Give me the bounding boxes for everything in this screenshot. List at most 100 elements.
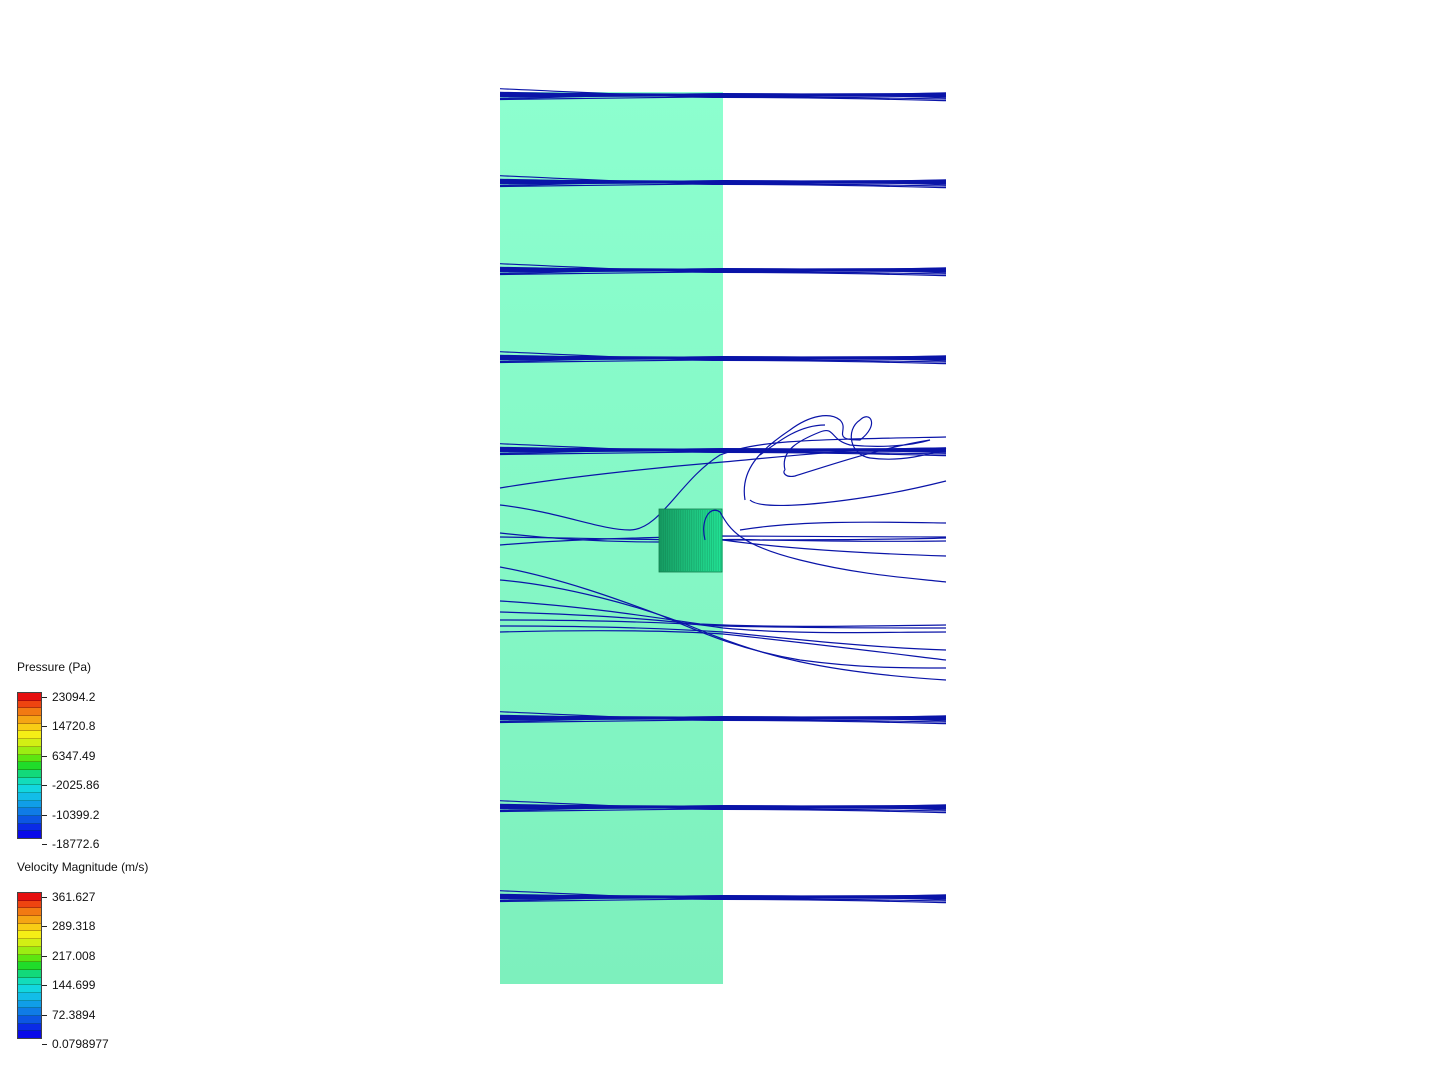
- colorbar-segment: [18, 723, 41, 732]
- streamline: [499, 579, 947, 681]
- pressure-label: 14720.8: [52, 719, 96, 733]
- colorbar-segment: [18, 816, 41, 824]
- streamline: [499, 88, 947, 102]
- legend-tick: [42, 1015, 47, 1016]
- colorbar-segment: [18, 808, 41, 816]
- legend-tick: [42, 1044, 47, 1045]
- colorbar-segment: [18, 746, 41, 755]
- streamline: [499, 711, 947, 725]
- colorbar-segment: [18, 1016, 41, 1024]
- legend-tick: [42, 985, 47, 986]
- streamline: [499, 443, 947, 457]
- streamline: [499, 359, 947, 364]
- streamline: [499, 535, 947, 546]
- colorbar-segment: [18, 708, 41, 717]
- pressure-label-max: 23094.2: [52, 690, 96, 704]
- streamline: [499, 436, 947, 531]
- colorbar-segment: [18, 1008, 41, 1016]
- pressure-label: 6347.49: [52, 749, 96, 763]
- colorbar-segment: [18, 923, 41, 932]
- streamline: [499, 351, 947, 365]
- colorbar-segment: [18, 831, 41, 839]
- streamlines: [499, 88, 947, 904]
- streamlines-wake: [703, 415, 947, 583]
- legend-tick: [42, 897, 47, 898]
- colorbar-segment: [18, 1031, 41, 1039]
- legend-tick: [42, 815, 47, 816]
- streamline: [499, 719, 947, 724]
- obstacle-block: [658, 508, 723, 573]
- colorbar-segment: [18, 785, 41, 793]
- velocity-label: 289.318: [52, 919, 96, 933]
- streamline: [499, 447, 947, 489]
- legend-tick: [42, 726, 47, 727]
- streamline: [722, 539, 947, 557]
- streamline: [499, 625, 947, 651]
- colorbar-segment: [18, 716, 41, 724]
- legend-tick: [42, 756, 47, 757]
- velocity-label: 217.008: [52, 949, 96, 963]
- streamline: [739, 521, 947, 531]
- colorbar-segment: [18, 754, 41, 763]
- colorbar-segment: [18, 1000, 41, 1009]
- streamline: [499, 898, 947, 903]
- streamline: [499, 175, 947, 189]
- streamline: [499, 178, 947, 184]
- streamline: [499, 451, 947, 456]
- pressure-label: -2025.86: [52, 778, 100, 792]
- streamline: [499, 611, 947, 634]
- streamline: [499, 91, 947, 97]
- streamline: [499, 266, 947, 272]
- colorbar-segment: [18, 916, 41, 924]
- legend-tick: [42, 956, 47, 957]
- colorbar-segment: [18, 969, 41, 978]
- colorbar-segment: [18, 693, 41, 701]
- velocity-label-min: 0.0798977: [52, 1037, 109, 1051]
- streamline: [499, 893, 947, 899]
- pressure-legend-title: Pressure (Pa): [17, 660, 92, 674]
- streamline: [703, 509, 947, 583]
- streamline: [499, 803, 947, 809]
- colorbar-segment: [18, 769, 41, 778]
- velocity-label: 144.699: [52, 978, 96, 992]
- velocity-colorbar: [17, 892, 42, 1039]
- streamline: [499, 890, 947, 904]
- colorbar-segment: [18, 762, 41, 770]
- velocity-label: 72.3894: [52, 1008, 96, 1022]
- pressure-legend: Pressure (Pa) 23094.2 14720.8 6347.49 -2…: [17, 660, 217, 851]
- streamline: [499, 619, 947, 629]
- colorbar-segment: [18, 731, 41, 740]
- colorbar-segment: [18, 823, 41, 832]
- legend-tick: [42, 926, 47, 927]
- legend-tick: [42, 844, 47, 845]
- colorbar-segment: [18, 800, 41, 809]
- streamline: [499, 714, 947, 720]
- colorbar-segment: [18, 1023, 41, 1032]
- colorbar-segment: [18, 954, 41, 963]
- pressure-label-min: -18772.6: [52, 837, 100, 851]
- colorbar-segment: [18, 977, 41, 986]
- velocity-legend-title: Velocity Magnitude (m/s): [17, 860, 149, 874]
- pressure-label: -10399.2: [52, 808, 100, 822]
- streamline: [499, 600, 947, 627]
- streamline: [743, 415, 947, 501]
- streamline: [749, 480, 947, 507]
- streamline: [499, 183, 947, 188]
- streamline: [499, 96, 947, 101]
- colorbar-segment: [18, 792, 41, 801]
- streamline: [499, 566, 947, 669]
- colorbar-segment: [18, 900, 41, 909]
- streamline: [783, 430, 931, 477]
- streamline: [499, 271, 947, 276]
- colorbar-segment: [18, 739, 41, 747]
- legend-tick: [42, 785, 47, 786]
- pressure-colorbar: [17, 692, 42, 839]
- streamline: [499, 354, 947, 360]
- colorbar-segment: [18, 908, 41, 917]
- velocity-legend: Velocity Magnitude (m/s) 361.627 289.318…: [17, 860, 217, 1051]
- colorbar-segment: [18, 931, 41, 940]
- legend-tick: [42, 697, 47, 698]
- colorbar-segment: [18, 700, 41, 709]
- colorbar-segment: [18, 946, 41, 955]
